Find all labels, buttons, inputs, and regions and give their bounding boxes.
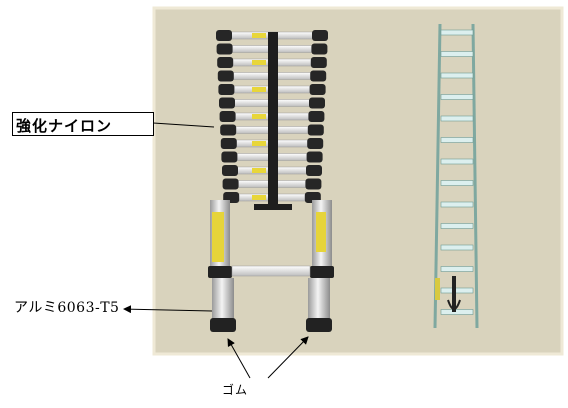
side-rung-set xyxy=(440,29,474,315)
rung-hinge-left xyxy=(216,43,233,55)
side-rung xyxy=(440,201,474,208)
rung-hinge-right xyxy=(307,124,324,136)
rung-hinge-left xyxy=(222,165,238,176)
rung-hinge-right xyxy=(306,151,323,163)
side-rung xyxy=(440,287,474,294)
center-strap xyxy=(268,32,278,206)
rubber-arrow-right xyxy=(267,336,309,379)
side-label xyxy=(435,278,440,300)
side-rung xyxy=(440,29,474,36)
side-rung xyxy=(440,72,474,79)
right-rubber-foot xyxy=(306,318,332,332)
left-yellow-label xyxy=(212,212,224,262)
rung-hinge-left xyxy=(220,124,237,136)
side-rung xyxy=(440,244,474,251)
rung-hinge-right xyxy=(310,57,327,68)
rung-hinge-left xyxy=(218,84,235,95)
side-rung xyxy=(440,51,474,57)
rung-hinge-left xyxy=(219,97,235,109)
side-strap-hook xyxy=(447,299,461,310)
nylon-callout-box xyxy=(12,112,154,136)
right-yellow-label xyxy=(316,212,326,252)
side-rung xyxy=(440,266,474,272)
nylon-callout: 強化ナイロン xyxy=(16,117,113,135)
rung-hinge-right xyxy=(309,97,325,109)
rung-hinge-right xyxy=(310,70,327,82)
aluminum-callout: アルミ6063-T5 xyxy=(14,300,120,316)
left-joint xyxy=(208,266,232,278)
side-left-rail xyxy=(433,23,442,329)
right-rail-lower xyxy=(308,278,330,320)
rubber-arrow-left xyxy=(227,338,251,379)
rung-hinge-left xyxy=(222,178,239,190)
main-ladder-image xyxy=(208,30,334,332)
side-rung xyxy=(440,309,474,315)
rung-hinge-left xyxy=(217,70,234,82)
aluminum-arrow xyxy=(123,305,213,314)
side-strap xyxy=(452,276,456,312)
rung-hinge-right xyxy=(305,178,322,190)
rung-hinge-left xyxy=(216,30,232,41)
side-ladder-image xyxy=(433,23,479,329)
rung-hinge-left xyxy=(221,151,238,163)
left-rail-lower xyxy=(212,278,234,320)
rung-hinge-left xyxy=(217,57,234,68)
rung-hinge-left xyxy=(220,138,237,149)
rung-label xyxy=(252,195,266,200)
side-right-rail xyxy=(471,23,479,329)
side-rung xyxy=(440,180,474,186)
right-joint xyxy=(310,266,334,278)
rung-label xyxy=(252,33,266,38)
side-rung xyxy=(440,137,474,143)
side-rung xyxy=(440,158,474,165)
side-rung xyxy=(440,94,474,100)
rung-label xyxy=(252,168,266,173)
side-rung xyxy=(440,115,474,122)
rung-hinge-right xyxy=(308,111,325,122)
rung-label xyxy=(252,141,266,146)
rung-hinge-right xyxy=(307,138,324,149)
rung-hinge-right xyxy=(311,43,328,55)
strap-foot xyxy=(254,204,292,210)
bottom-rung xyxy=(231,265,311,277)
rung-hinge-left xyxy=(219,111,236,122)
rubber-callout: ゴム xyxy=(222,383,249,397)
photo-frame-edge xyxy=(152,6,564,356)
rung-hinge-right xyxy=(306,165,322,176)
left-rubber-foot xyxy=(210,318,236,332)
rung-label xyxy=(252,60,266,65)
rung-hinge-right xyxy=(312,30,328,41)
rung-label xyxy=(252,114,266,119)
side-rung xyxy=(440,223,474,229)
rung-hinge-right xyxy=(309,84,326,95)
rung-label xyxy=(252,87,266,92)
